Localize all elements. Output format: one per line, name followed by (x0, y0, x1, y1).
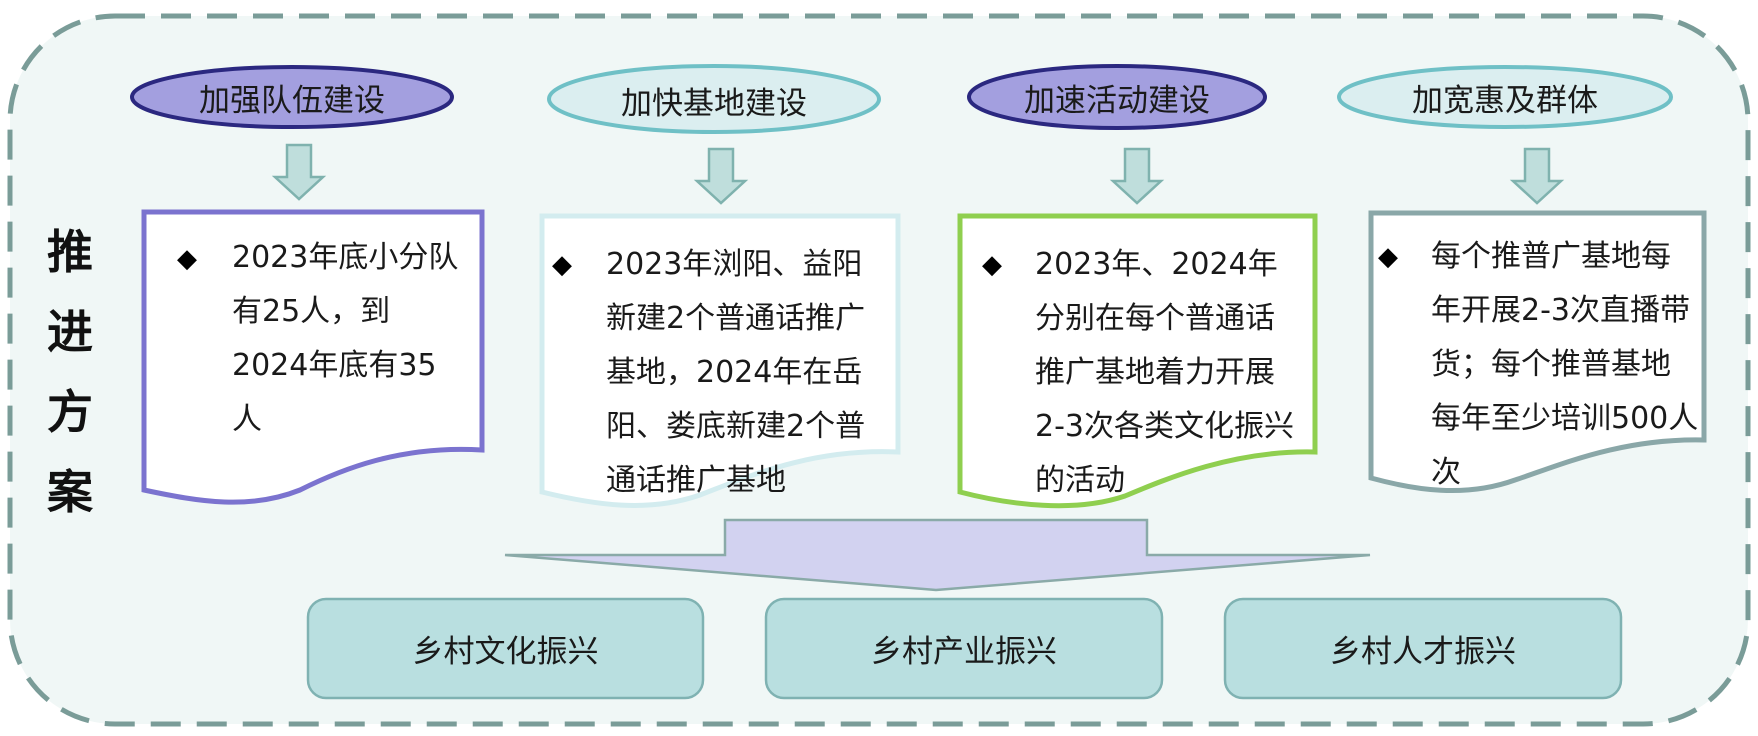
result-box-3 (1223, 597, 1623, 700)
down-arrow-2 (693, 147, 749, 205)
card-bullet-4: ◆ (1378, 242, 1398, 272)
side-title-char: 案 (47, 465, 93, 519)
result-box-1 (306, 597, 705, 700)
side-title-char: 进 (47, 305, 93, 359)
result-label-1: 乡村文化振兴 (412, 634, 599, 670)
card-shape-4 (1368, 210, 1707, 493)
down-arrow-3 (1109, 147, 1165, 205)
merge-arrow (504, 518, 1371, 592)
card-text-1: 2023年底小分队有25人，到2024年底有35人 (232, 240, 459, 437)
side-title-char: 推 (47, 225, 93, 279)
down-arrow-4 (1509, 147, 1565, 205)
header-ellipse-3 (967, 64, 1267, 130)
card-bullet-1: ◆ (177, 244, 197, 274)
header-ellipse-2 (547, 64, 881, 134)
card-bullet-3: ◆ (982, 250, 1002, 280)
card-shape-1 (141, 209, 485, 505)
result-box-2 (764, 597, 1164, 700)
card-text-2: 2023年浏阳、益阳新建2个普通话推广基地，2024年在岳阳、娄底新建2个普通话… (606, 247, 866, 498)
card-shape-2 (539, 213, 901, 508)
result-label-3: 乡村人才振兴 (1330, 634, 1516, 670)
header-ellipse-1 (130, 65, 454, 129)
header-label-1: 加强队伍建设 (199, 82, 385, 119)
header-ellipse-4 (1337, 65, 1673, 129)
header-label-4: 加宽惠及群体 (1412, 82, 1598, 119)
card-text-3: 2023年、2024年分别在每个普通话推广基地着力开展2-3次各类文化振兴的活动 (1035, 247, 1294, 498)
down-arrow-1 (271, 143, 327, 201)
card-text-4: 每个推普广基地每年开展2-3次直播带货；每个推普基地每年至少培训500人次 (1431, 239, 1699, 490)
header-label-3: 加速活动建设 (1024, 82, 1210, 119)
side-title: 推 进 方 案 (40, 212, 100, 532)
card-shape-3 (957, 213, 1318, 509)
card-bullet-2: ◆ (552, 250, 572, 280)
side-title-char: 方 (47, 385, 93, 439)
header-label-2: 加快基地建设 (621, 85, 807, 122)
result-label-2: 乡村产业振兴 (871, 634, 1057, 670)
